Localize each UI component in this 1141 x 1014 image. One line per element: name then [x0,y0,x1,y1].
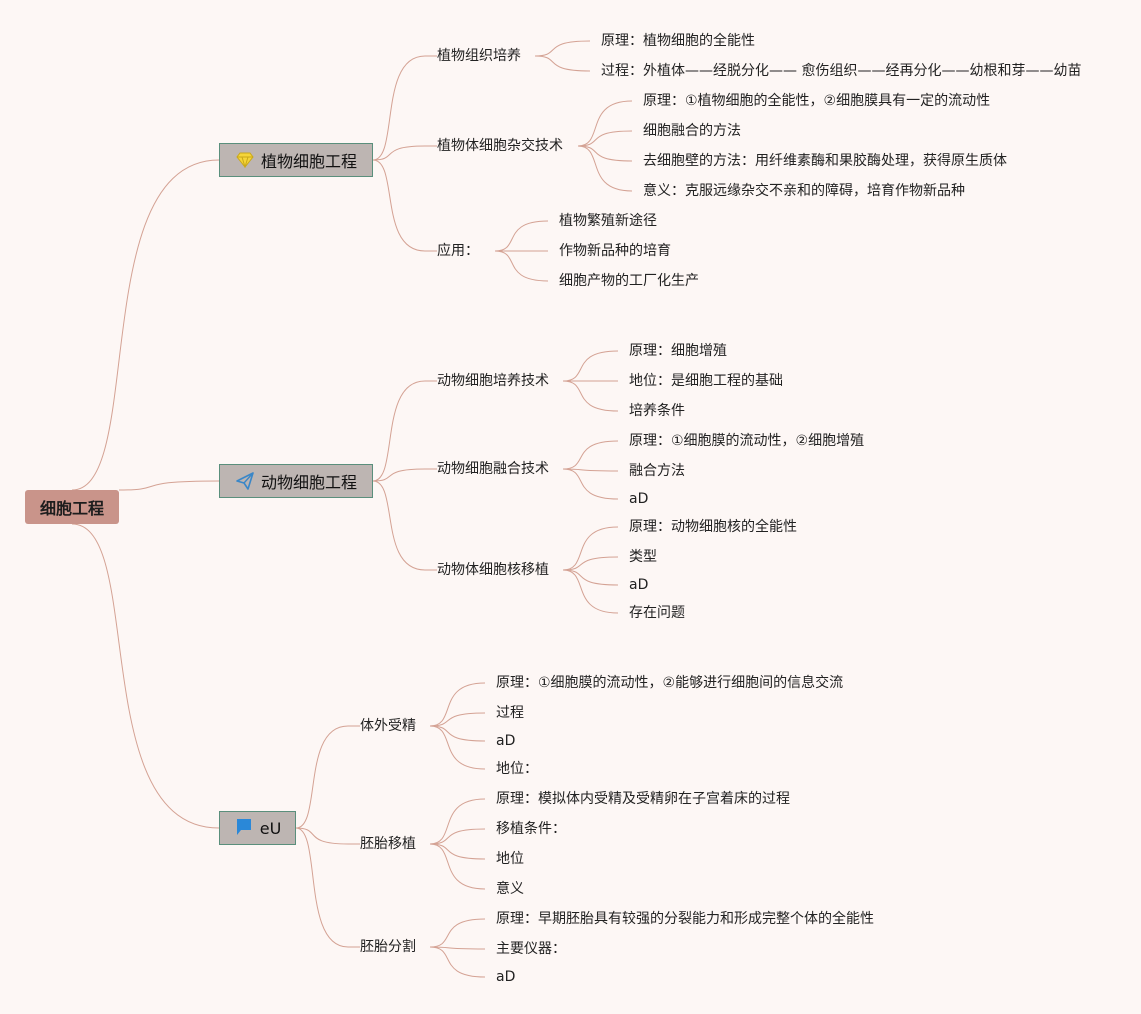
paper-plane-icon [235,471,255,491]
connector-line [429,946,486,978]
leaf-node[interactable]: 原理：①细胞膜的流动性，②能够进行细胞间的信息交流 [496,675,844,691]
connector-line [295,827,349,948]
connector-line [429,725,486,742]
leaf-node[interactable]: 作物新品种的培育 [559,243,671,259]
connector-line [429,946,486,950]
sub-node[interactable]: 动物细胞融合技术 [437,461,549,477]
leaf-node[interactable]: 原理：模拟体内受精及受精卵在子宫着床的过程 [496,791,790,807]
connector-line [562,569,619,614]
leaf-node[interactable]: 意义：克服远缘杂交不亲和的障碍，培育作物新品种 [643,183,965,199]
leaf-node[interactable]: 存在问题 [629,605,685,621]
leaf-node[interactable]: 原理：细胞增殖 [629,343,727,359]
gem-icon [235,150,255,170]
leaf-node[interactable]: 地位：是细胞工程的基础 [629,373,783,389]
connector-line [118,480,220,491]
sub-node[interactable]: 动物体细胞核移植 [437,562,549,578]
sub-node[interactable]: 动物细胞培养技术 [437,373,549,389]
connector-line [429,828,486,845]
branch-eu[interactable]: eU [219,811,296,845]
leaf-node[interactable]: 类型 [629,549,657,565]
leaf-node[interactable]: 细胞产物的工厂化生产 [559,273,699,289]
leaf-node[interactable]: 原理：植物细胞的全能性 [601,33,755,49]
leaf-node[interactable]: aD [629,491,649,507]
connector-line [429,918,486,948]
connector-line [494,220,549,252]
connector-line [577,145,633,192]
connector-line [372,145,426,161]
leaf-node[interactable]: 植物繁殖新途径 [559,213,657,229]
leaf-node[interactable]: 去细胞壁的方法：用纤维素酶和果胶酶处理，获得原生质体 [643,153,1007,169]
branch-label: 动物细胞工程 [260,473,357,492]
branch-label: 植物细胞工程 [260,152,357,171]
connector-line [562,380,619,412]
connector-line [429,712,486,727]
connector-line [71,523,220,829]
connector-line [534,40,591,57]
sub-node[interactable]: 胚胎分割 [360,939,416,955]
leaf-node[interactable]: 培养条件 [629,403,685,419]
sub-node[interactable]: 植物体细胞杂交技术 [437,138,563,154]
branch-label: eU [259,818,282,838]
leaf-node[interactable]: 融合方法 [629,463,685,479]
connector-line [494,250,549,282]
leaf-node[interactable]: 主要仪器： [496,941,566,957]
leaf-node[interactable]: 过程：外植体——经脱分化—— 愈伤组织——经再分化——幼根和芽——幼苗 [601,63,1082,79]
leaf-node[interactable]: aD [496,969,516,985]
connector-line [429,798,486,845]
sub-node[interactable]: 应用： [437,243,479,259]
leaf-node[interactable]: 原理：早期胚胎具有较强的分裂能力和形成完整个体的全能性 [496,911,874,927]
leaf-node[interactable]: 过程 [496,705,524,721]
connector-line [562,526,619,571]
connector-line [562,468,619,500]
connector-line [562,569,619,586]
leaf-node[interactable]: 原理：①细胞膜的流动性，②细胞增殖 [629,433,865,449]
branch-plant-cell-engineering[interactable]: 植物细胞工程 [219,143,373,177]
connector-line [372,480,426,571]
connector-line [429,843,486,890]
connector-line [429,725,486,770]
connector-line [295,827,349,845]
connector-line [71,159,220,491]
leaf-node[interactable]: aD [496,733,516,749]
connector-line [295,725,349,829]
leaf-node[interactable]: 意义 [496,881,524,897]
connector-line [372,380,426,482]
connector-line [577,145,633,162]
connector-line [562,350,619,382]
root-label: 细胞工程 [39,499,104,518]
connector-line [429,843,486,860]
leaf-node[interactable]: 地位： [496,761,538,777]
connector-line [562,556,619,571]
connector-line [534,55,591,72]
sub-node[interactable]: 体外受精 [360,718,416,734]
connector-line [562,468,619,472]
leaf-node[interactable]: 原理：动物细胞核的全能性 [629,519,797,535]
leaf-node[interactable]: 移植条件： [496,821,566,837]
leaf-node[interactable]: aD [629,577,649,593]
connector-line [562,440,619,470]
sub-node[interactable]: 植物组织培养 [437,48,521,64]
connector-line [372,55,426,161]
leaf-node[interactable]: 细胞融合的方法 [643,123,741,139]
sub-node[interactable]: 胚胎移植 [360,836,416,852]
leaf-node[interactable]: 原理：①植物细胞的全能性，②细胞膜具有一定的流动性 [643,93,991,109]
connector-line [372,159,426,252]
connector-line [577,100,633,147]
connector-line [372,468,426,482]
flag-icon [234,818,254,838]
connector-line [429,682,486,727]
root-node[interactable]: 细胞工程 [25,490,119,524]
branch-animal-cell-engineering[interactable]: 动物细胞工程 [219,464,373,498]
connector-line [577,130,633,147]
leaf-node[interactable]: 地位 [496,851,524,867]
